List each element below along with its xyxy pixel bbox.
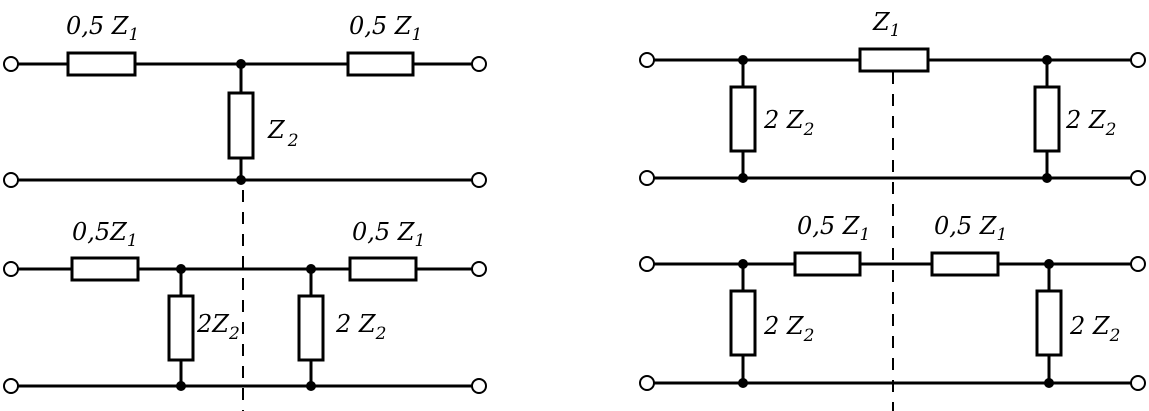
series-resistor-left	[70, 256, 140, 282]
shunt-resistor-right	[297, 294, 325, 362]
terminal	[3, 261, 19, 277]
terminal	[471, 172, 487, 188]
junction-node	[1044, 378, 1054, 388]
impedance-label: 2 Z2	[1065, 106, 1116, 140]
terminal	[3, 172, 19, 188]
impedance-label: 0,5Z1	[72, 218, 138, 251]
junction-node	[738, 378, 748, 388]
half-section-pair-left: 0,5Z1 0,5 Z1 2Z2 2 Z2	[3, 218, 487, 394]
impedance-label: 0,5 Z1	[66, 12, 139, 45]
terminal	[1130, 52, 1146, 68]
impedance-label: 0,5 Z1	[349, 12, 422, 45]
junction-node	[176, 264, 186, 274]
terminal	[1130, 375, 1146, 391]
terminal	[639, 256, 655, 272]
impedance-label: Z1	[872, 8, 901, 41]
terminal	[3, 56, 19, 72]
junction-node	[738, 259, 748, 269]
terminal	[639, 52, 655, 68]
junction-node	[1044, 259, 1054, 269]
junction-node	[236, 175, 246, 185]
impedance-label: 0,5 Z1	[797, 212, 870, 245]
shunt-resistor-left	[729, 289, 757, 357]
junction-node	[1042, 173, 1052, 183]
impedance-label: 2Z2	[196, 310, 240, 344]
terminal	[3, 378, 19, 394]
series-resistor-right	[930, 251, 1000, 277]
shunt-resistor-right	[1033, 85, 1061, 153]
impedance-label: 2 Z2	[763, 106, 814, 140]
series-resistor-left	[66, 51, 137, 77]
terminal	[639, 170, 655, 186]
pi-section-network: Z1 2 Z2 2 Z2	[639, 8, 1146, 186]
series-resistor-right	[346, 51, 415, 77]
junction-node	[738, 55, 748, 65]
junction-node	[306, 381, 316, 391]
impedance-label: 2 Z2	[763, 312, 814, 346]
junction-node	[176, 381, 186, 391]
series-resistor-left	[793, 251, 862, 277]
terminal	[1130, 256, 1146, 272]
junction-node	[738, 173, 748, 183]
terminal	[1130, 170, 1146, 186]
junction-node	[236, 59, 246, 69]
shunt-resistor-left	[167, 294, 195, 362]
shunt-resistor	[227, 91, 255, 160]
junction-node	[1042, 55, 1052, 65]
terminal	[639, 375, 655, 391]
shunt-resistor-right	[1035, 289, 1063, 357]
junction-node	[306, 264, 316, 274]
terminal	[471, 378, 487, 394]
impedance-label: 0,5 Z1	[934, 212, 1007, 245]
impedance-label: 0,5 Z1	[352, 218, 425, 251]
series-resistor	[858, 47, 930, 73]
impedance-label: 2 Z2	[1069, 312, 1120, 346]
terminal	[471, 56, 487, 72]
shunt-resistor-left	[729, 85, 757, 153]
terminal	[471, 261, 487, 277]
impedance-label: 2 Z2	[335, 310, 386, 344]
series-resistor-right	[348, 256, 418, 282]
